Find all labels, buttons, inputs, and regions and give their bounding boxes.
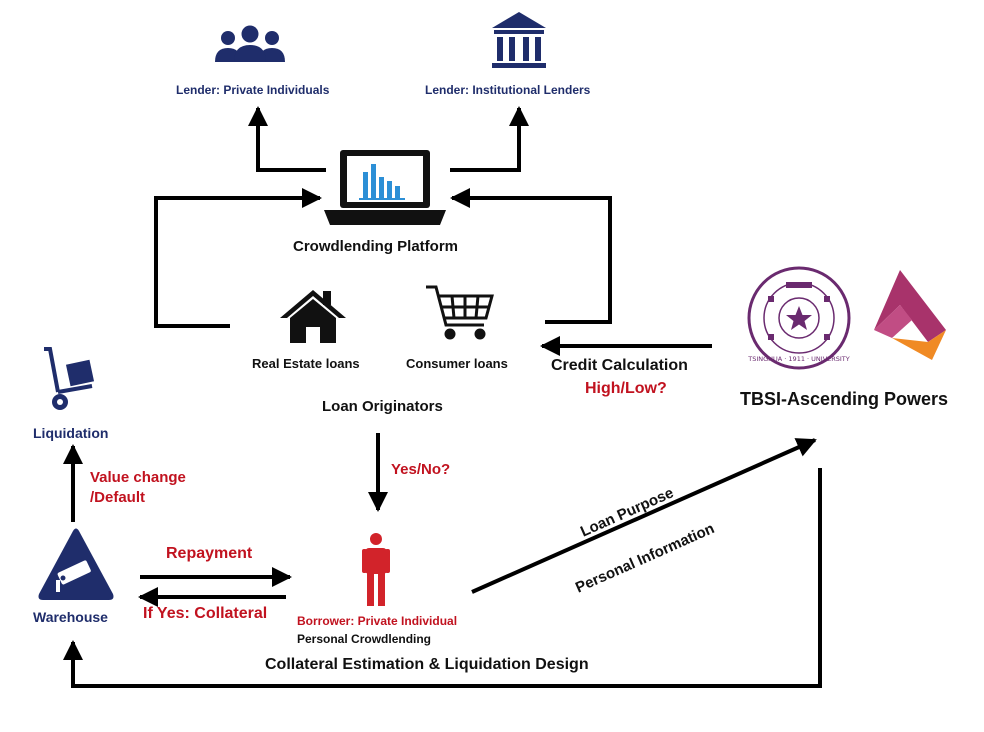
bottom-label: Collateral Estimation & Liquidation Desi… <box>265 656 589 673</box>
value-change-label: Value change /Default <box>90 469 186 507</box>
consumer-loans-label: Consumer loans <box>406 356 508 371</box>
personal-crowdlending-label: Personal Crowdlending <box>297 632 432 646</box>
warehouse-label: Warehouse <box>33 609 108 625</box>
ascending-powers-logo <box>874 270 946 360</box>
institutional-lender-label: Lender: Institutional Lenders <box>425 83 591 97</box>
arrow-platform-to-institutional-lender <box>450 106 529 172</box>
arrow-originators-to-platform <box>154 188 322 328</box>
house-icon <box>280 290 346 343</box>
high-low-label: High/Low? <box>585 380 667 397</box>
laptop-icon <box>324 150 446 225</box>
bank-icon <box>492 12 546 68</box>
arrow-borrower-to-tbsi <box>471 438 817 594</box>
shopping-cart-icon <box>426 285 494 340</box>
person-icon <box>362 533 390 606</box>
connector-arrows <box>63 106 822 688</box>
borrower-label: Borrower: Private Individual <box>297 614 458 628</box>
real-estate-loans-label: Real Estate loans <box>252 356 360 371</box>
arrow-credit-to-platform <box>450 188 612 324</box>
seal-text: TSINGHUA · 1911 · UNIVERSITY <box>747 355 850 363</box>
people-icon <box>215 25 285 62</box>
arrow-platform-to-private-lender <box>248 106 326 172</box>
repayment-label: Repayment <box>166 545 253 562</box>
loan-originators-label: Loan Originators <box>322 398 443 415</box>
collateral-label: If Yes: Collateral <box>143 605 268 622</box>
arrow-tbsi-to-warehouse <box>63 468 822 688</box>
liquidation-label: Liquidation <box>33 425 109 441</box>
credit-calculation-label: Credit Calculation <box>551 357 688 374</box>
platform-label: Crowdlending Platform <box>293 238 458 255</box>
private-lender-label: Lender: Private Individuals <box>176 83 330 97</box>
hand-truck-icon <box>44 347 95 410</box>
camera-warning-icon <box>38 528 114 600</box>
tbsi-label: TBSI-Ascending Powers <box>740 389 949 409</box>
yes-no-label: Yes/No? <box>391 461 451 478</box>
university-seal-icon: TSINGHUA · 1911 · UNIVERSITY <box>747 266 851 370</box>
